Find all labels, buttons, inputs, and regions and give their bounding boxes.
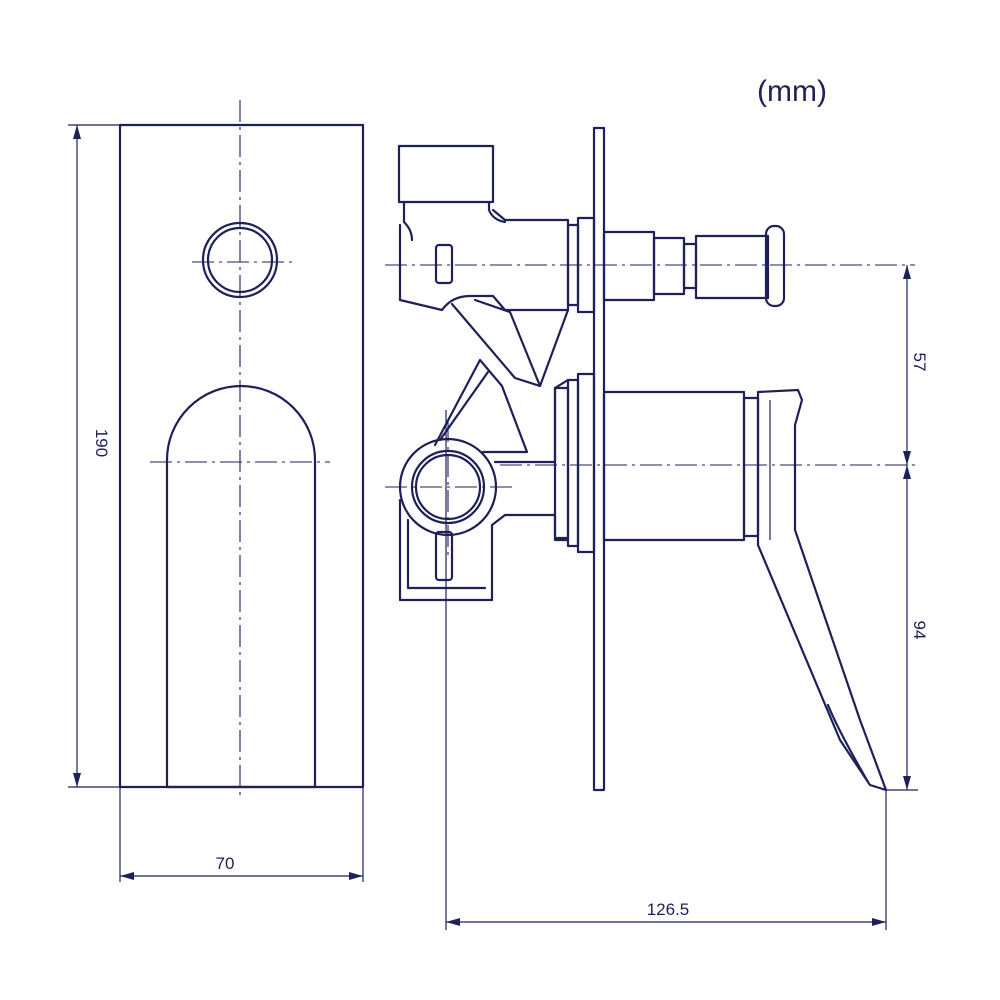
- lever-handle-side: [756, 388, 888, 792]
- dimension-190: 190: [92, 429, 111, 457]
- lever-handle-front: [165, 384, 317, 789]
- dimension-126-5: 126.5: [647, 900, 690, 919]
- dimension-lines: 190 70 57 94 126.5: [68, 124, 929, 930]
- dimension-57: 57: [910, 353, 929, 372]
- front-view: [118, 100, 365, 800]
- crossing-pipe-a: [450, 302, 570, 388]
- diverter-stem: [602, 230, 656, 302]
- outlet-pin: [434, 530, 454, 582]
- side-view: [385, 126, 915, 792]
- wall-plate-front: [118, 123, 365, 789]
- dimension-94: 94: [910, 621, 929, 640]
- dimension-70: 70: [216, 854, 235, 873]
- inlet-connector: [397, 144, 495, 204]
- diverter-knob-side: [764, 224, 786, 308]
- cartridge-housing: [602, 390, 746, 542]
- units-label: (mm): [757, 75, 827, 108]
- diverter-pin: [434, 243, 454, 285]
- wall-plate-side: [592, 126, 606, 792]
- crossing-pipe-b: [433, 358, 529, 454]
- diverter-body: [398, 208, 570, 312]
